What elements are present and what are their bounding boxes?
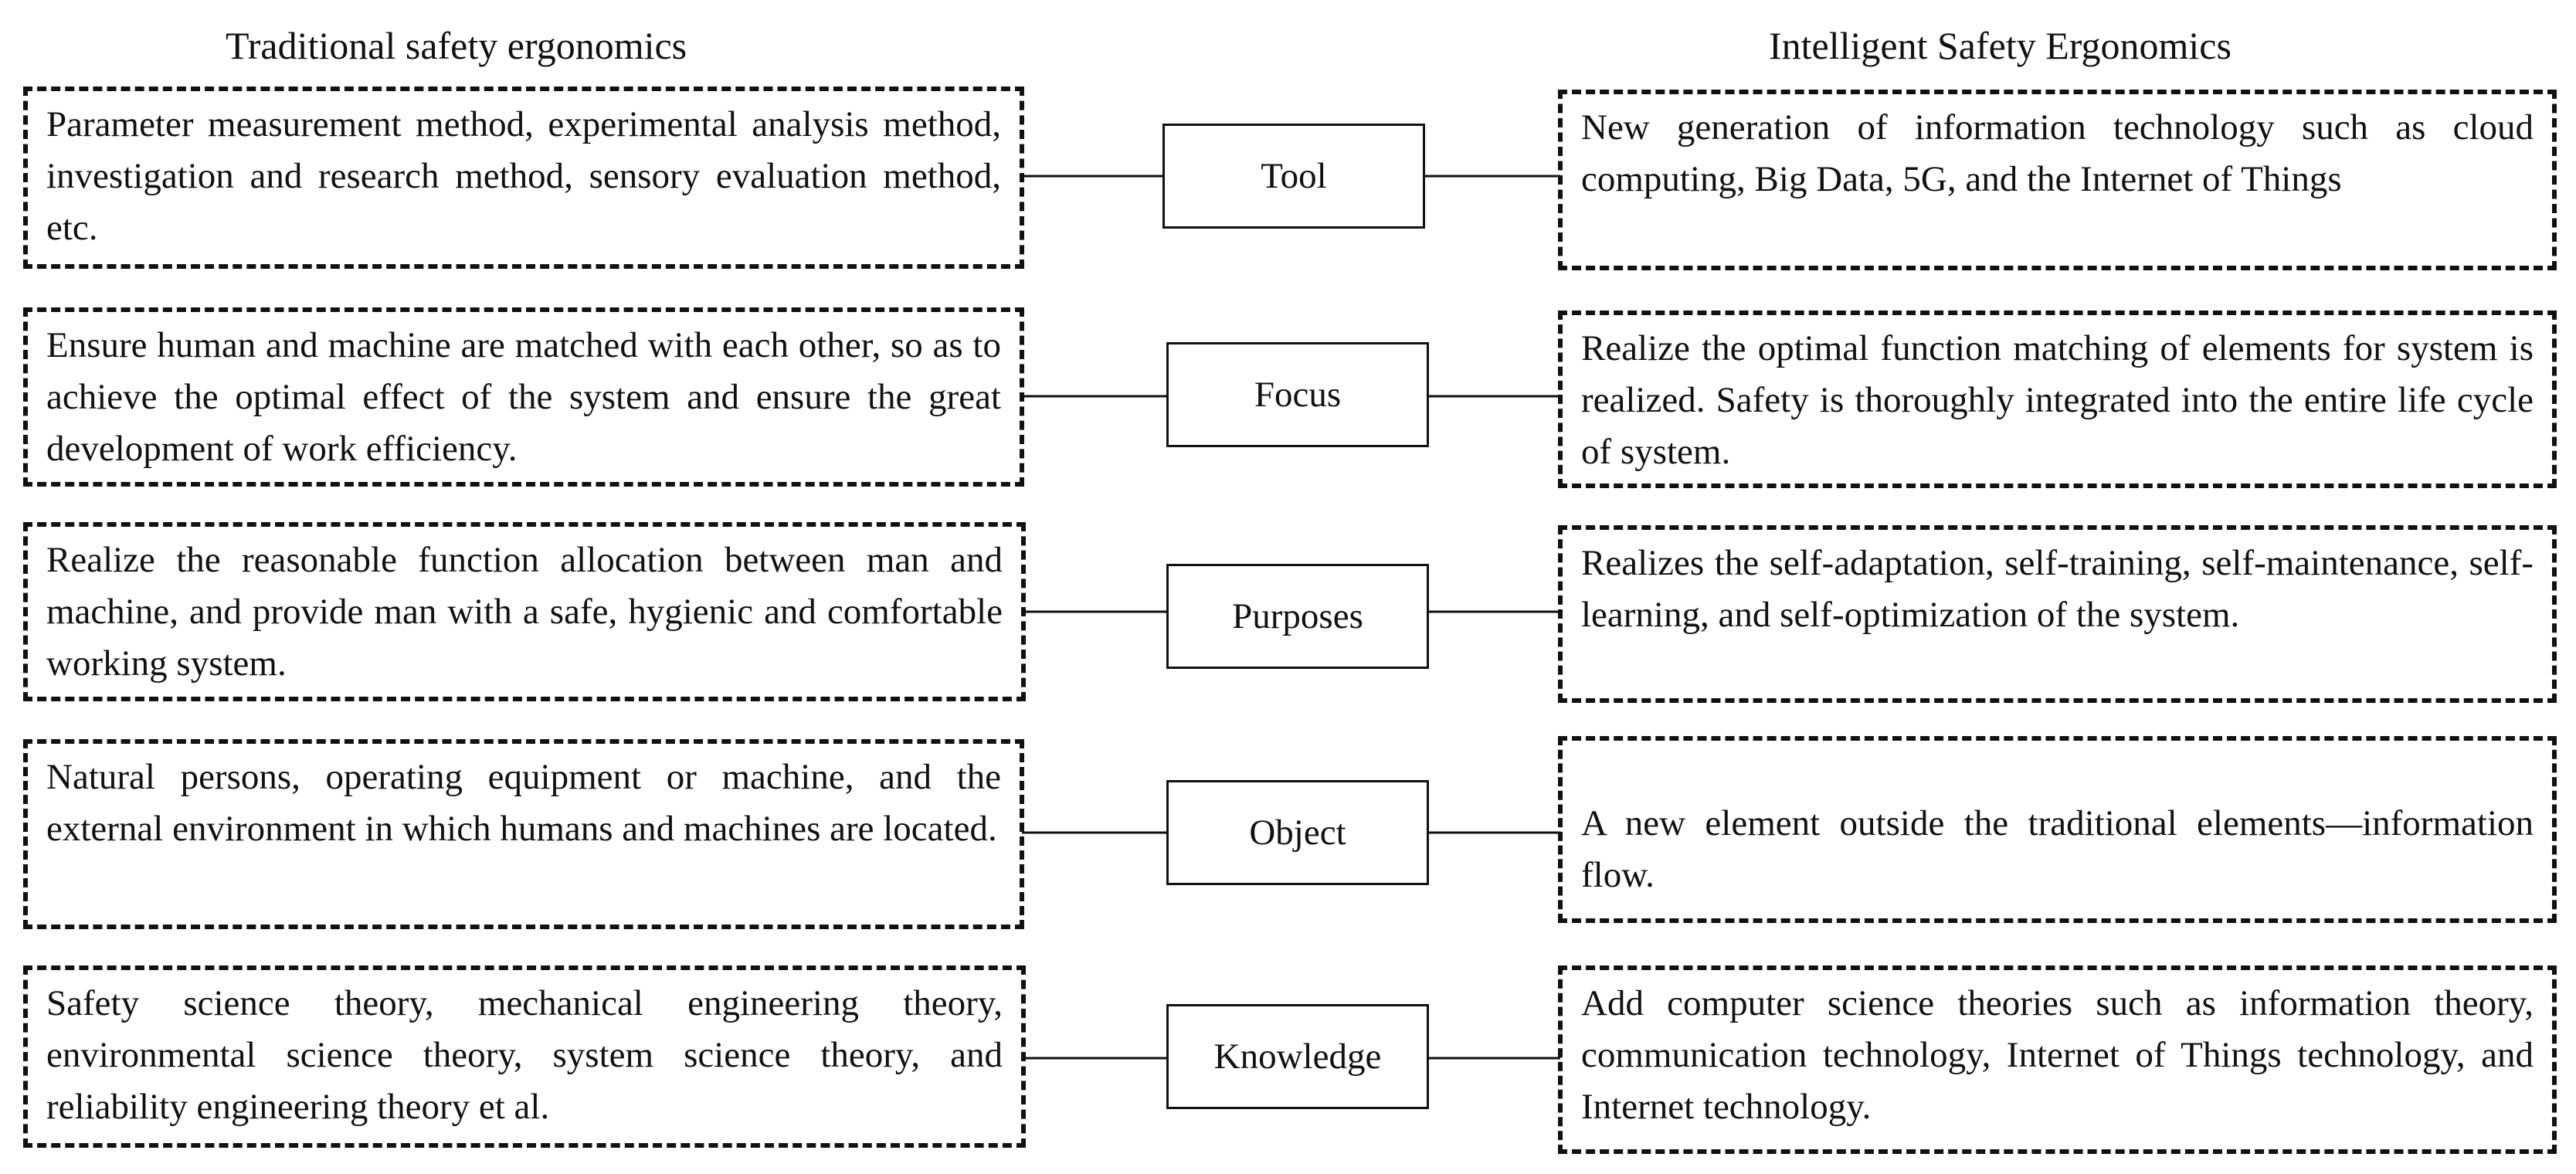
- intelligent-box-purposes: Realizes the self-adaptation, self-train…: [1558, 525, 2557, 703]
- traditional-box-knowledge: Safety science theory, mechanical engine…: [23, 965, 1026, 1148]
- intelligent-column-title: Intelligent Safety Ergonomics: [1769, 24, 2232, 67]
- intelligent-box-focus: Realize the optimal function matching of…: [1558, 310, 2557, 488]
- traditional-box-object: Natural persons, operating equipment or …: [23, 739, 1024, 929]
- category-tool: Tool: [1162, 124, 1425, 229]
- category-object: Object: [1166, 780, 1429, 885]
- traditional-box-tool: Parameter measurement method, experiment…: [23, 87, 1024, 269]
- intelligent-box-object: A new element outside the traditional el…: [1558, 736, 2557, 923]
- traditional-column-title: Traditional safety ergonomics: [226, 24, 687, 67]
- intelligent-box-knowledge: Add computer science theories such as in…: [1558, 965, 2557, 1154]
- intelligent-box-tool: New generation of information technology…: [1558, 90, 2557, 270]
- category-knowledge: Knowledge: [1166, 1004, 1429, 1109]
- category-purposes: Purposes: [1166, 564, 1429, 669]
- traditional-box-focus: Ensure human and machine are matched wit…: [23, 307, 1024, 487]
- traditional-box-purposes: Realize the reasonable function allocati…: [23, 522, 1026, 701]
- category-focus: Focus: [1166, 342, 1429, 447]
